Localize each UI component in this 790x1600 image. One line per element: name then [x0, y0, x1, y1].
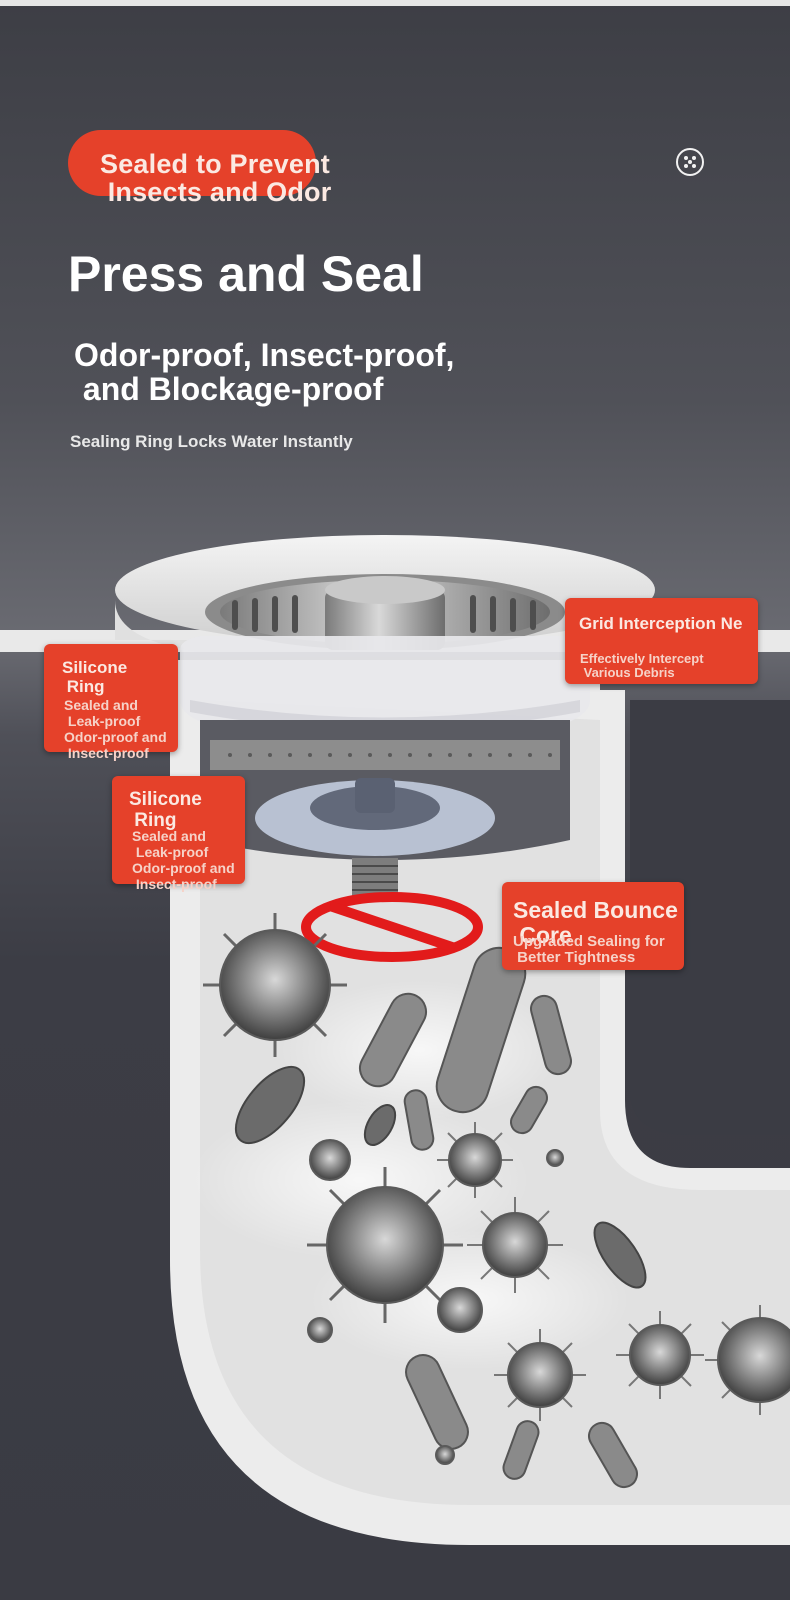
- drain-illustration: [0, 535, 790, 1545]
- callout-title: Silicone Ring: [129, 789, 202, 831]
- page-caption: Sealing Ring Locks Water Instantly: [70, 432, 353, 451]
- callout-title: Sealed Bounce Core: [513, 897, 678, 948]
- callout-sealed-bounce-core: Sealed Bounce Core Upgraded Sealing for …: [502, 882, 684, 970]
- callout-body: Effectively Intercept Various Debris: [580, 651, 704, 680]
- spring-stem: [352, 858, 398, 898]
- page-title: Press and Seal: [68, 246, 424, 302]
- callout-silicone-ring-upper: Silicone Ring Sealed and Leak-proof Odor…: [44, 644, 178, 761]
- mesh-dots: [228, 753, 552, 757]
- viruses: [203, 913, 790, 1465]
- callout-body: Upgraded Sealing for Better Tightness: [513, 933, 665, 966]
- headline-badge: [68, 130, 316, 196]
- share-icon[interactable]: [676, 148, 704, 176]
- callout-silicone-ring-lower: Silicone Ring Sealed and Leak-proof Odor…: [112, 776, 245, 892]
- prohibition-icon: [301, 892, 483, 962]
- callout-title: Grid Interception Ne: [579, 614, 743, 633]
- top-strip: [0, 0, 790, 6]
- callout-title: Silicone Ring: [62, 658, 128, 696]
- central-plug: [325, 590, 445, 650]
- page-subtitle: Odor-proof, Insect-proof, and Blockage-p…: [74, 337, 455, 407]
- pipe-gap: [630, 700, 790, 1135]
- callout-grid-interception: Grid Interception Ne Effectively Interce…: [565, 598, 758, 684]
- headline-badge-text: Sealed to Prevent Insects and Odor: [100, 149, 332, 207]
- callout-body: Sealed and Leak-proof Odor-proof and Ins…: [132, 828, 235, 892]
- bacteria: [358, 946, 638, 1489]
- callout-body: Sealed and Leak-proof Odor-proof and Ins…: [64, 697, 167, 761]
- cockroaches: [234, 1066, 647, 1289]
- strainer-slots: [232, 595, 536, 633]
